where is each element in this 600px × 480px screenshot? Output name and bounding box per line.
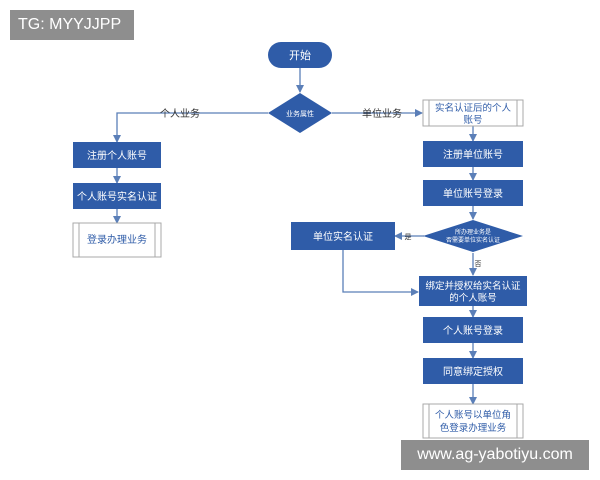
node-final-login xyxy=(422,403,524,439)
decision-business-type-label: 业务属性 xyxy=(286,109,314,118)
node-register-unit-label: 注册单位账号 xyxy=(443,148,503,161)
node-unit-login xyxy=(423,180,523,206)
node-agree-bind-label: 同意绑定授权 xyxy=(443,365,503,378)
node-personal-login-label: 个人账号登录 xyxy=(443,324,503,337)
edge-label-no: 否 xyxy=(475,260,482,268)
edge-unit-verify-to-bind xyxy=(342,250,419,296)
start-label: 开始 xyxy=(289,48,311,62)
decision-business-type xyxy=(268,93,332,133)
node-bind-authorize-label-1: 绑定并授权给实名认证 xyxy=(425,280,521,292)
node-unit-verify-label: 单位实名认证 xyxy=(313,230,373,243)
edge-decision-to-personal xyxy=(113,112,268,143)
watermark-top-left: TG: MYYJJPP xyxy=(10,10,134,40)
node-final-login-label-1: 个人账号以单位角 xyxy=(435,409,511,421)
watermark-bottom-right: www.ag-yabotiyu.com xyxy=(401,440,589,470)
node-login-business-label: 登录办理业务 xyxy=(87,233,147,246)
decision-need-unit-verify xyxy=(423,220,523,252)
node-bind-authorize-label-2: 的个人账号 xyxy=(449,292,497,304)
node-personal-verify xyxy=(73,183,161,209)
node-bind-authorize xyxy=(419,276,527,306)
node-personal-login xyxy=(423,317,523,343)
node-agree-bind xyxy=(423,358,523,384)
node-register-personal xyxy=(73,142,161,168)
edge-label-personal: 个人业务 xyxy=(160,107,200,120)
node-final-login-label-2: 色登录办理业务 xyxy=(440,422,507,434)
node-register-unit xyxy=(423,141,523,167)
node-login-business xyxy=(72,222,162,258)
start-node xyxy=(268,42,332,68)
node-unit-login-label: 单位账号登录 xyxy=(443,187,503,200)
connectors xyxy=(113,68,477,405)
decision-need-unit-verify-label-1: 所办理业务是 xyxy=(455,228,491,236)
decision-need-unit-verify-label-2: 否需要单位实名认证 xyxy=(446,236,500,244)
edge-label-unit: 单位业务 xyxy=(362,107,402,120)
edge-label-yes: 是 xyxy=(405,233,412,241)
node-unit-verify xyxy=(291,222,395,250)
node-register-personal-label: 注册个人账号 xyxy=(87,149,147,162)
node-verified-personal-label-2: 账号 xyxy=(463,115,482,126)
node-verified-personal xyxy=(422,99,524,127)
node-personal-verify-label: 个人账号实名认证 xyxy=(77,190,157,203)
node-verified-personal-label-1: 实名认证后的个人 xyxy=(435,102,512,114)
